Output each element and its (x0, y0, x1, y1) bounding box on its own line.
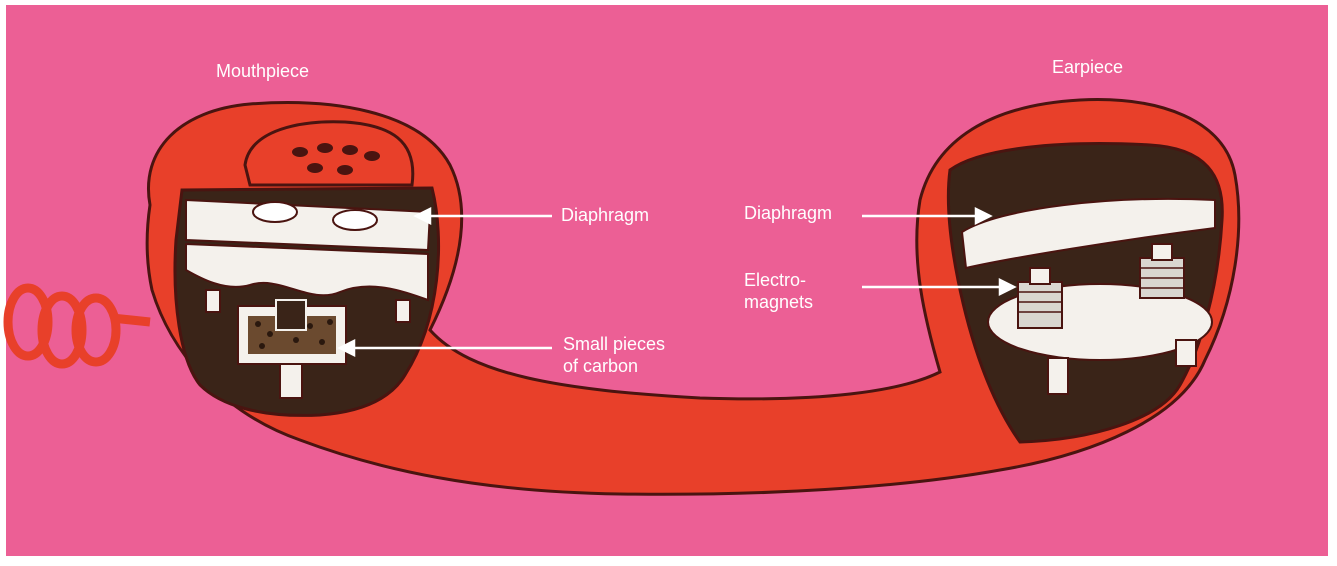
capsule-post (280, 364, 302, 398)
label-mouthpiece: Mouthpiece (216, 61, 309, 81)
mouthpiece-screw-right (396, 300, 410, 322)
diaphragm-hole-right (333, 210, 377, 230)
label-ear-diaphragm: Diaphragm (744, 203, 832, 223)
earpiece-post-right (1176, 340, 1196, 366)
label-earpiece: Earpiece (1052, 57, 1123, 77)
mouthpiece-screw-left (206, 290, 220, 312)
capsule-plunger (276, 300, 306, 330)
label-electromagnets-line2: magnets (744, 292, 813, 312)
label-electromagnets-line1: Electro- (744, 270, 806, 290)
earpiece-post-left (1048, 358, 1068, 394)
label-mouth-diaphragm: Diaphragm (561, 205, 649, 225)
diaphragm-hole-left (253, 202, 297, 222)
label-carbon-line2: of carbon (563, 356, 638, 376)
label-carbon-line1: Small pieces (563, 334, 665, 354)
